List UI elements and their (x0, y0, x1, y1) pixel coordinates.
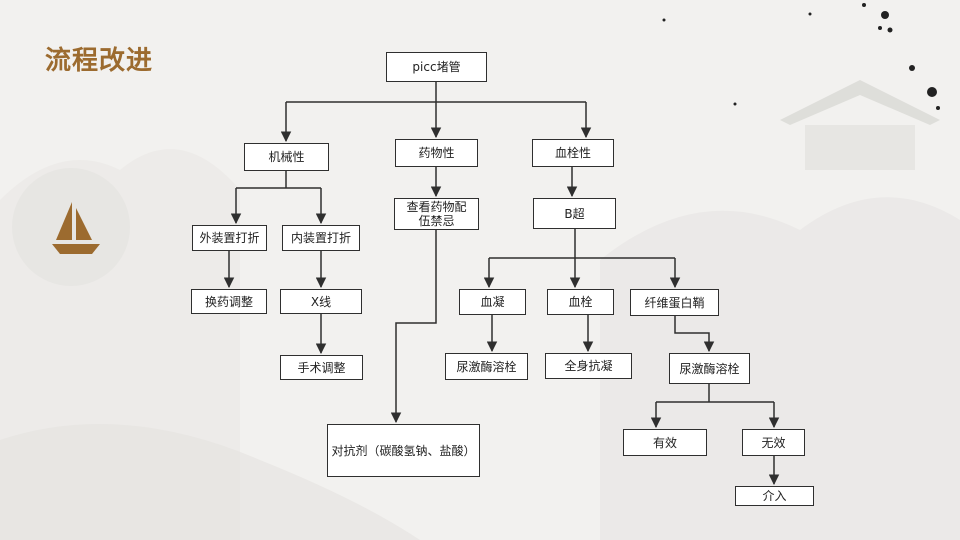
node-external-fold: 外装置打折 (192, 225, 267, 251)
node-clot: 血凝 (459, 289, 526, 315)
page-title: 流程改进 (45, 46, 154, 76)
sailboat-icon (52, 202, 100, 254)
node-xray: X线 (280, 289, 362, 314)
node-fibrin-sheath: 纤维蛋白鞘 (630, 289, 719, 316)
node-urokinase-2: 尿激酶溶栓 (669, 353, 750, 384)
node-ineffective: 无效 (742, 429, 805, 456)
node-antagonist: 对抗剂（碳酸氢钠、盐酸） (327, 424, 480, 477)
node-root: picc堵管 (386, 52, 487, 82)
node-intervention: 介入 (735, 486, 814, 506)
node-thrombotic: 血栓性 (532, 139, 614, 167)
node-urokinase-1: 尿激酶溶栓 (445, 353, 528, 380)
node-mechanical: 机械性 (244, 143, 329, 171)
node-systemic-anticoag: 全身抗凝 (545, 353, 632, 379)
node-check-drug: 查看药物配伍禁忌 (394, 198, 479, 230)
node-change-drug: 换药调整 (191, 289, 267, 314)
node-internal-fold: 内装置打折 (282, 225, 360, 251)
node-drug: 药物性 (395, 139, 478, 167)
sailboat-badge (12, 168, 130, 286)
node-b-ultrasound: B超 (533, 198, 616, 229)
node-effective: 有效 (623, 429, 707, 456)
node-surgery-adjust: 手术调整 (280, 355, 363, 380)
node-thrombus: 血栓 (547, 289, 614, 315)
